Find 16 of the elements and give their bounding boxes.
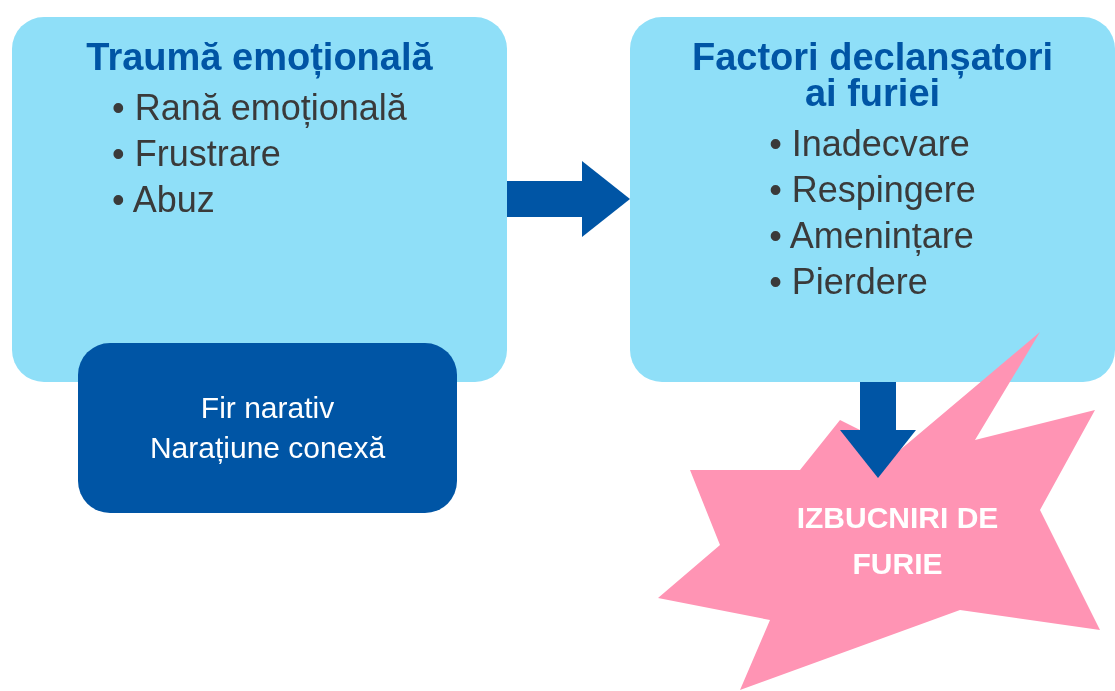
bullet-item: • Abuz — [112, 178, 216, 222]
box-text: Fir narativ — [200, 390, 335, 426]
rounded-box — [630, 17, 1115, 382]
rounded-box — [12, 17, 507, 382]
box-text: Narațiune conexă — [149, 430, 386, 466]
bullet-item: • Amenințare — [769, 214, 975, 258]
bullet-item: • Inadecvare — [769, 122, 971, 166]
rounded-box — [78, 343, 457, 513]
starburst-text: IZBUCNIRI DE FURIE — [795, 499, 1000, 582]
box-heading: Factori declanșatori ai furiei — [690, 39, 1055, 111]
bullet-item: • Rană emoțională — [112, 86, 407, 130]
bullet-item: • Frustrare — [112, 132, 282, 176]
bullet-item: • Pierdere — [769, 260, 929, 304]
block-arrow — [840, 382, 916, 478]
block-arrow — [507, 161, 630, 237]
bullet-item: • Respingere — [769, 168, 976, 212]
